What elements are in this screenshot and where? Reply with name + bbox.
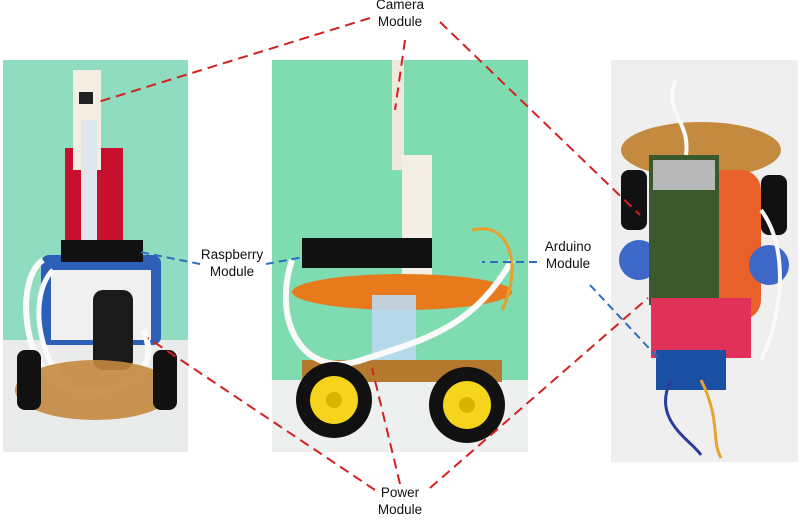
robot-front-photo <box>3 60 188 452</box>
robot-side-photo <box>272 60 528 452</box>
robot-side-illustration <box>272 60 528 452</box>
raspberry-module-label: Raspberry Module <box>200 247 264 279</box>
camera-module-label: Camera Module <box>375 0 424 29</box>
arduino-module-label: Arduino Module <box>544 239 592 271</box>
robot-top-illustration <box>611 60 798 462</box>
power-module-label: Power Module <box>377 485 423 517</box>
robot-front-illustration <box>3 60 188 452</box>
robot-top-photo <box>611 60 798 462</box>
